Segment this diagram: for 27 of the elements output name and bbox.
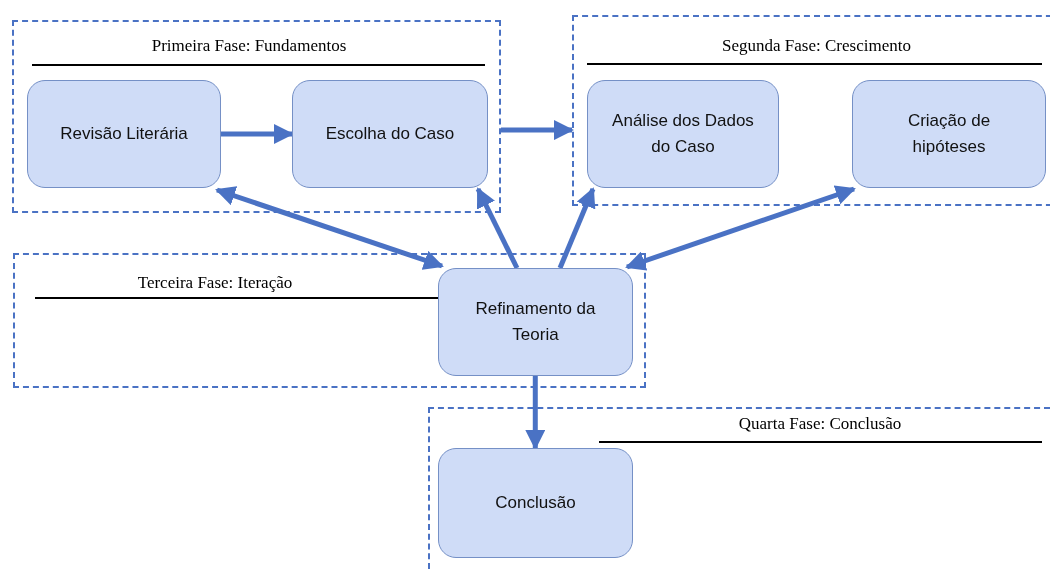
phase-heading: Segunda Fase: Crescimento <box>721 36 912 56</box>
arrow <box>501 120 574 141</box>
process-box <box>438 448 633 558</box>
box-label: Revisão Literária <box>59 123 189 145</box>
process-box <box>587 80 779 188</box>
box-label: Análise dos Dados do Caso <box>611 110 755 158</box>
phase-group <box>13 253 646 388</box>
process-box <box>27 80 221 188</box>
box-label: Conclusão <box>494 492 577 514</box>
box-label: Escolha do Caso <box>324 123 456 145</box>
arrow <box>215 186 444 270</box>
process-box <box>292 80 488 188</box>
arrow <box>557 187 596 269</box>
phase-group <box>428 407 1050 569</box>
box-label: Criação de hipóteses <box>906 110 992 158</box>
phase-group <box>572 15 1050 206</box>
phase-heading: Terceira Fase: Iteração <box>136 273 294 293</box>
process-box <box>438 268 633 376</box>
phase-group <box>12 20 501 213</box>
phase-heading: Quarta Fase: Conclusão <box>737 414 903 434</box>
arrow <box>625 185 856 271</box>
box-label: Refinamento da Teoria <box>474 298 597 346</box>
arrow <box>221 124 294 144</box>
arrow <box>525 376 546 450</box>
arrow <box>475 187 520 270</box>
phase-heading: Primeira Fase: Fundamentos <box>150 36 348 56</box>
process-box <box>852 80 1046 188</box>
